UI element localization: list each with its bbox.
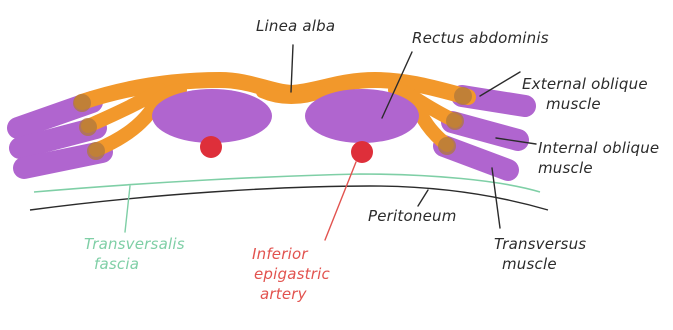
label-linea-alba-text: Linea alba [256, 16, 335, 36]
label-external-oblique: External oblique muscle [522, 74, 648, 114]
label-rectus-abdominis: Rectus abdominis [412, 28, 549, 48]
label-transversalis-fascia: Transversalis fascia [84, 234, 185, 274]
leader-transversalis-fascia [125, 186, 130, 232]
label-rectus-abdominis-text: Rectus abdominis [412, 28, 549, 48]
left-inferior-epigastric-artery [200, 136, 222, 158]
leader-peritoneum [418, 190, 428, 206]
label-internal-oblique: Internal oblique muscle [538, 138, 659, 178]
label-inferior-epigastric-line-2: epigastric [252, 264, 330, 284]
right-flat-muscles [444, 96, 525, 170]
label-transversalis-fascia-line-1: Transversalis [84, 234, 185, 254]
right-inferior-epigastric-artery [351, 141, 373, 163]
label-inferior-epigastric-artery: Inferior epigastric artery [252, 244, 330, 304]
label-transversus-line-1: Transversus [494, 234, 586, 254]
label-transversus: Transversus muscle [494, 234, 586, 274]
label-peritoneum-text: Peritoneum [368, 206, 457, 226]
label-inferior-epigastric-line-1: Inferior [252, 244, 330, 264]
right-rectus-abdominis [305, 89, 419, 143]
left-rectus-abdominis [152, 89, 272, 143]
transversalis-fascia-line [34, 174, 540, 192]
label-transversalis-fascia-line-2: fascia [84, 254, 185, 274]
label-internal-oblique-line-2: muscle [538, 158, 659, 178]
label-external-oblique-line-1: External oblique [522, 74, 648, 94]
peritoneum-line [30, 186, 548, 210]
label-linea-alba: Linea alba [256, 16, 335, 36]
label-transversus-line-2: muscle [494, 254, 586, 274]
label-peritoneum: Peritoneum [368, 206, 457, 226]
label-external-oblique-line-2: muscle [522, 94, 648, 114]
label-internal-oblique-line-1: Internal oblique [538, 138, 659, 158]
label-inferior-epigastric-line-3: artery [252, 284, 330, 304]
